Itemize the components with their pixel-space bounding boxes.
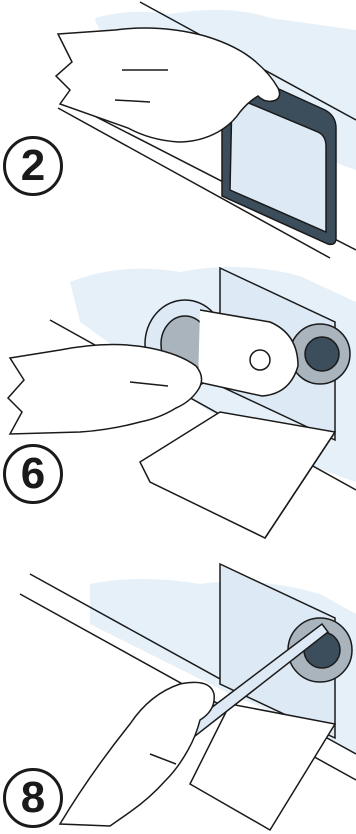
holder-button (305, 337, 339, 371)
step-8-illustration: 8 (0, 554, 356, 834)
filter-spindle (250, 350, 270, 370)
step-number-badge: 8 (3, 768, 63, 828)
hand (60, 682, 214, 826)
step-6-drawing (0, 262, 356, 554)
step-number-badge: 2 (3, 136, 63, 196)
hand (8, 344, 202, 434)
step-6-illustration: 6 (0, 262, 356, 554)
step-number-badge: 6 (3, 444, 63, 504)
step-2-illustration: 2 (0, 0, 356, 262)
step-2-drawing (0, 0, 356, 262)
